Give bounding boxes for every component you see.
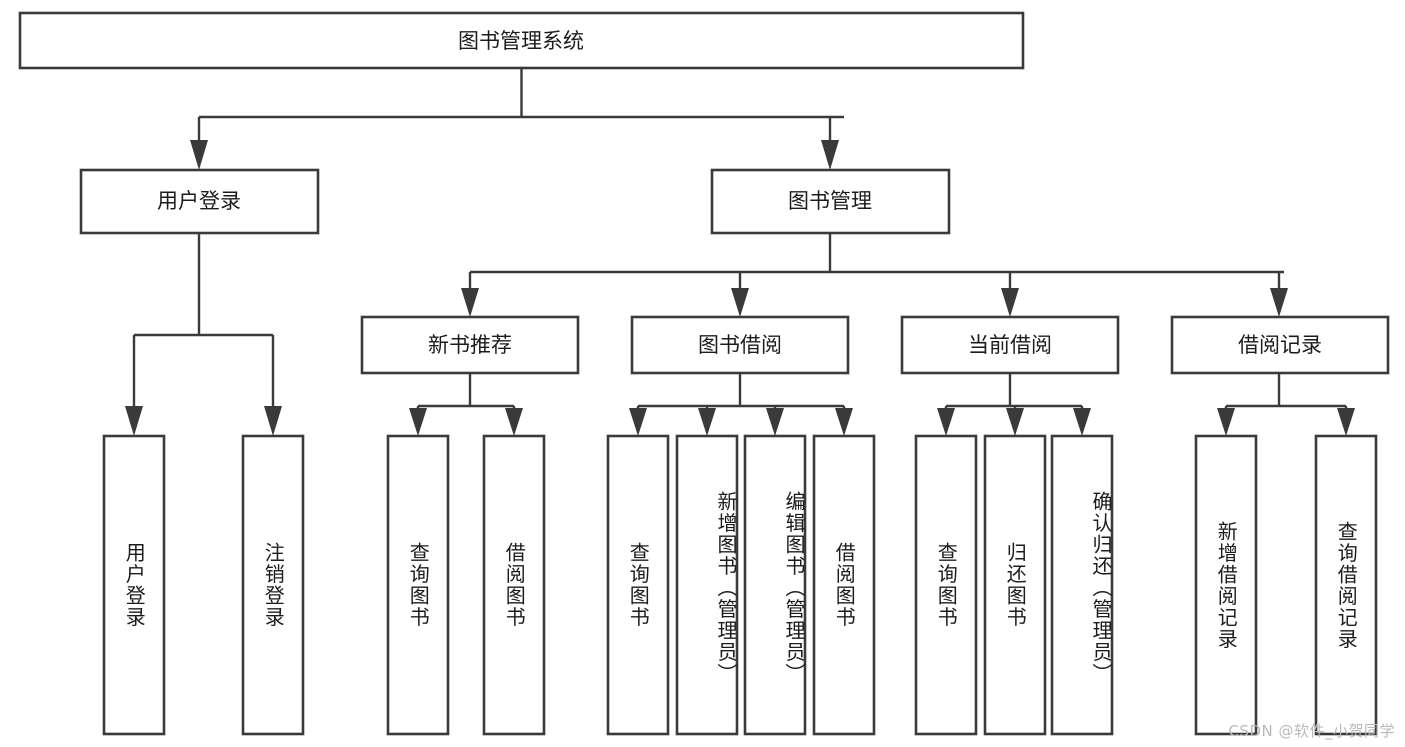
leaf-logout-login-box[interactable] [241,434,305,736]
leaf-return-book-box[interactable] [983,434,1047,736]
leaf-confirm-return-box[interactable] [1050,434,1114,736]
arrow-head-borrow-record [1270,288,1288,317]
csdn-watermark: CSDN @软件_小贺同学 [1228,722,1395,740]
node-book-borrow-box[interactable] [630,315,850,375]
arrow-head-leaf-add-book [698,408,716,436]
arrow-head-current-borrow [1001,288,1019,317]
leaf-add-book-box[interactable] [675,434,739,736]
connector-group-new-book-recommend [409,373,523,436]
connector-group-book-borrow [629,373,853,436]
connector-group-book-management [461,233,1288,317]
arrow-head-leaf-logout-login [264,406,282,436]
arrow-head-leaf-borrow-book-2 [835,408,853,436]
connector-group-borrow-record [1217,373,1355,436]
arrow-head-new-book-recommend [461,288,479,317]
node-current-borrow[interactable]: 当前借阅 [900,315,1120,375]
leaf-user-login-box[interactable] [102,434,166,736]
node-new-book-recommend-box[interactable] [360,315,580,375]
leaf-query-book-1-box[interactable] [386,434,450,736]
arrow-head-leaf-borrow-book-1 [505,408,523,436]
arrow-head-leaf-query-book-3 [937,408,955,436]
arrow-head-leaf-query-book-1 [409,408,427,436]
leaf-add-record-box[interactable] [1194,434,1258,736]
node-user-login-box[interactable] [79,168,320,235]
arrow-head-leaf-query-record [1337,408,1355,436]
arrow-head-leaf-user-login [125,406,143,436]
leaf-borrow-book-2-box[interactable] [812,434,876,736]
leaf-query-book-3-box[interactable] [914,434,978,736]
connector-group-current-borrow [937,373,1091,436]
connector-group-root [190,68,844,170]
leaf-borrow-book-1-box[interactable] [482,434,546,736]
arrow-head-book-management [821,140,839,170]
node-book-borrow[interactable]: 图书借阅 [630,315,850,375]
node-user-login[interactable]: 用户登录 [79,168,320,235]
node-root[interactable]: 图书管理系统 [18,11,1025,70]
arrow-head-leaf-add-record [1217,408,1235,436]
connector-group-user-login [125,233,282,436]
node-book-borrow-label: 图书借阅 [698,333,782,357]
node-new-book-recommend-label: 新书推荐 [428,333,512,357]
node-borrow-record-box[interactable] [1170,315,1390,375]
node-current-borrow-label: 当前借阅 [968,333,1052,357]
node-current-borrow-box[interactable] [900,315,1120,375]
arrow-head-leaf-query-book-2 [629,408,647,436]
node-root-box[interactable] [18,11,1025,70]
leaf-edit-book-box[interactable] [743,434,807,736]
leaf-boxes [102,434,1378,736]
node-root-label: 图书管理系统 [458,29,584,53]
node-new-book-recommend[interactable]: 新书推荐 [360,315,580,375]
arrow-head-book-borrow [731,288,749,317]
arrow-head-leaf-return-book [1006,408,1024,436]
arrow-head-leaf-confirm-return [1073,408,1091,436]
arrow-head-user-login [190,140,208,170]
node-book-management-box[interactable] [710,168,951,235]
arrow-head-leaf-edit-book [766,408,784,436]
node-user-login-label: 用户登录 [157,189,241,213]
node-book-management-label: 图书管理 [788,189,872,213]
leaf-query-book-2-box[interactable] [606,434,670,736]
node-book-management[interactable]: 图书管理 [710,168,951,235]
node-borrow-record[interactable]: 借阅记录 [1170,315,1390,375]
leaf-query-record-box[interactable] [1314,434,1378,736]
node-borrow-record-label: 借阅记录 [1238,333,1322,357]
